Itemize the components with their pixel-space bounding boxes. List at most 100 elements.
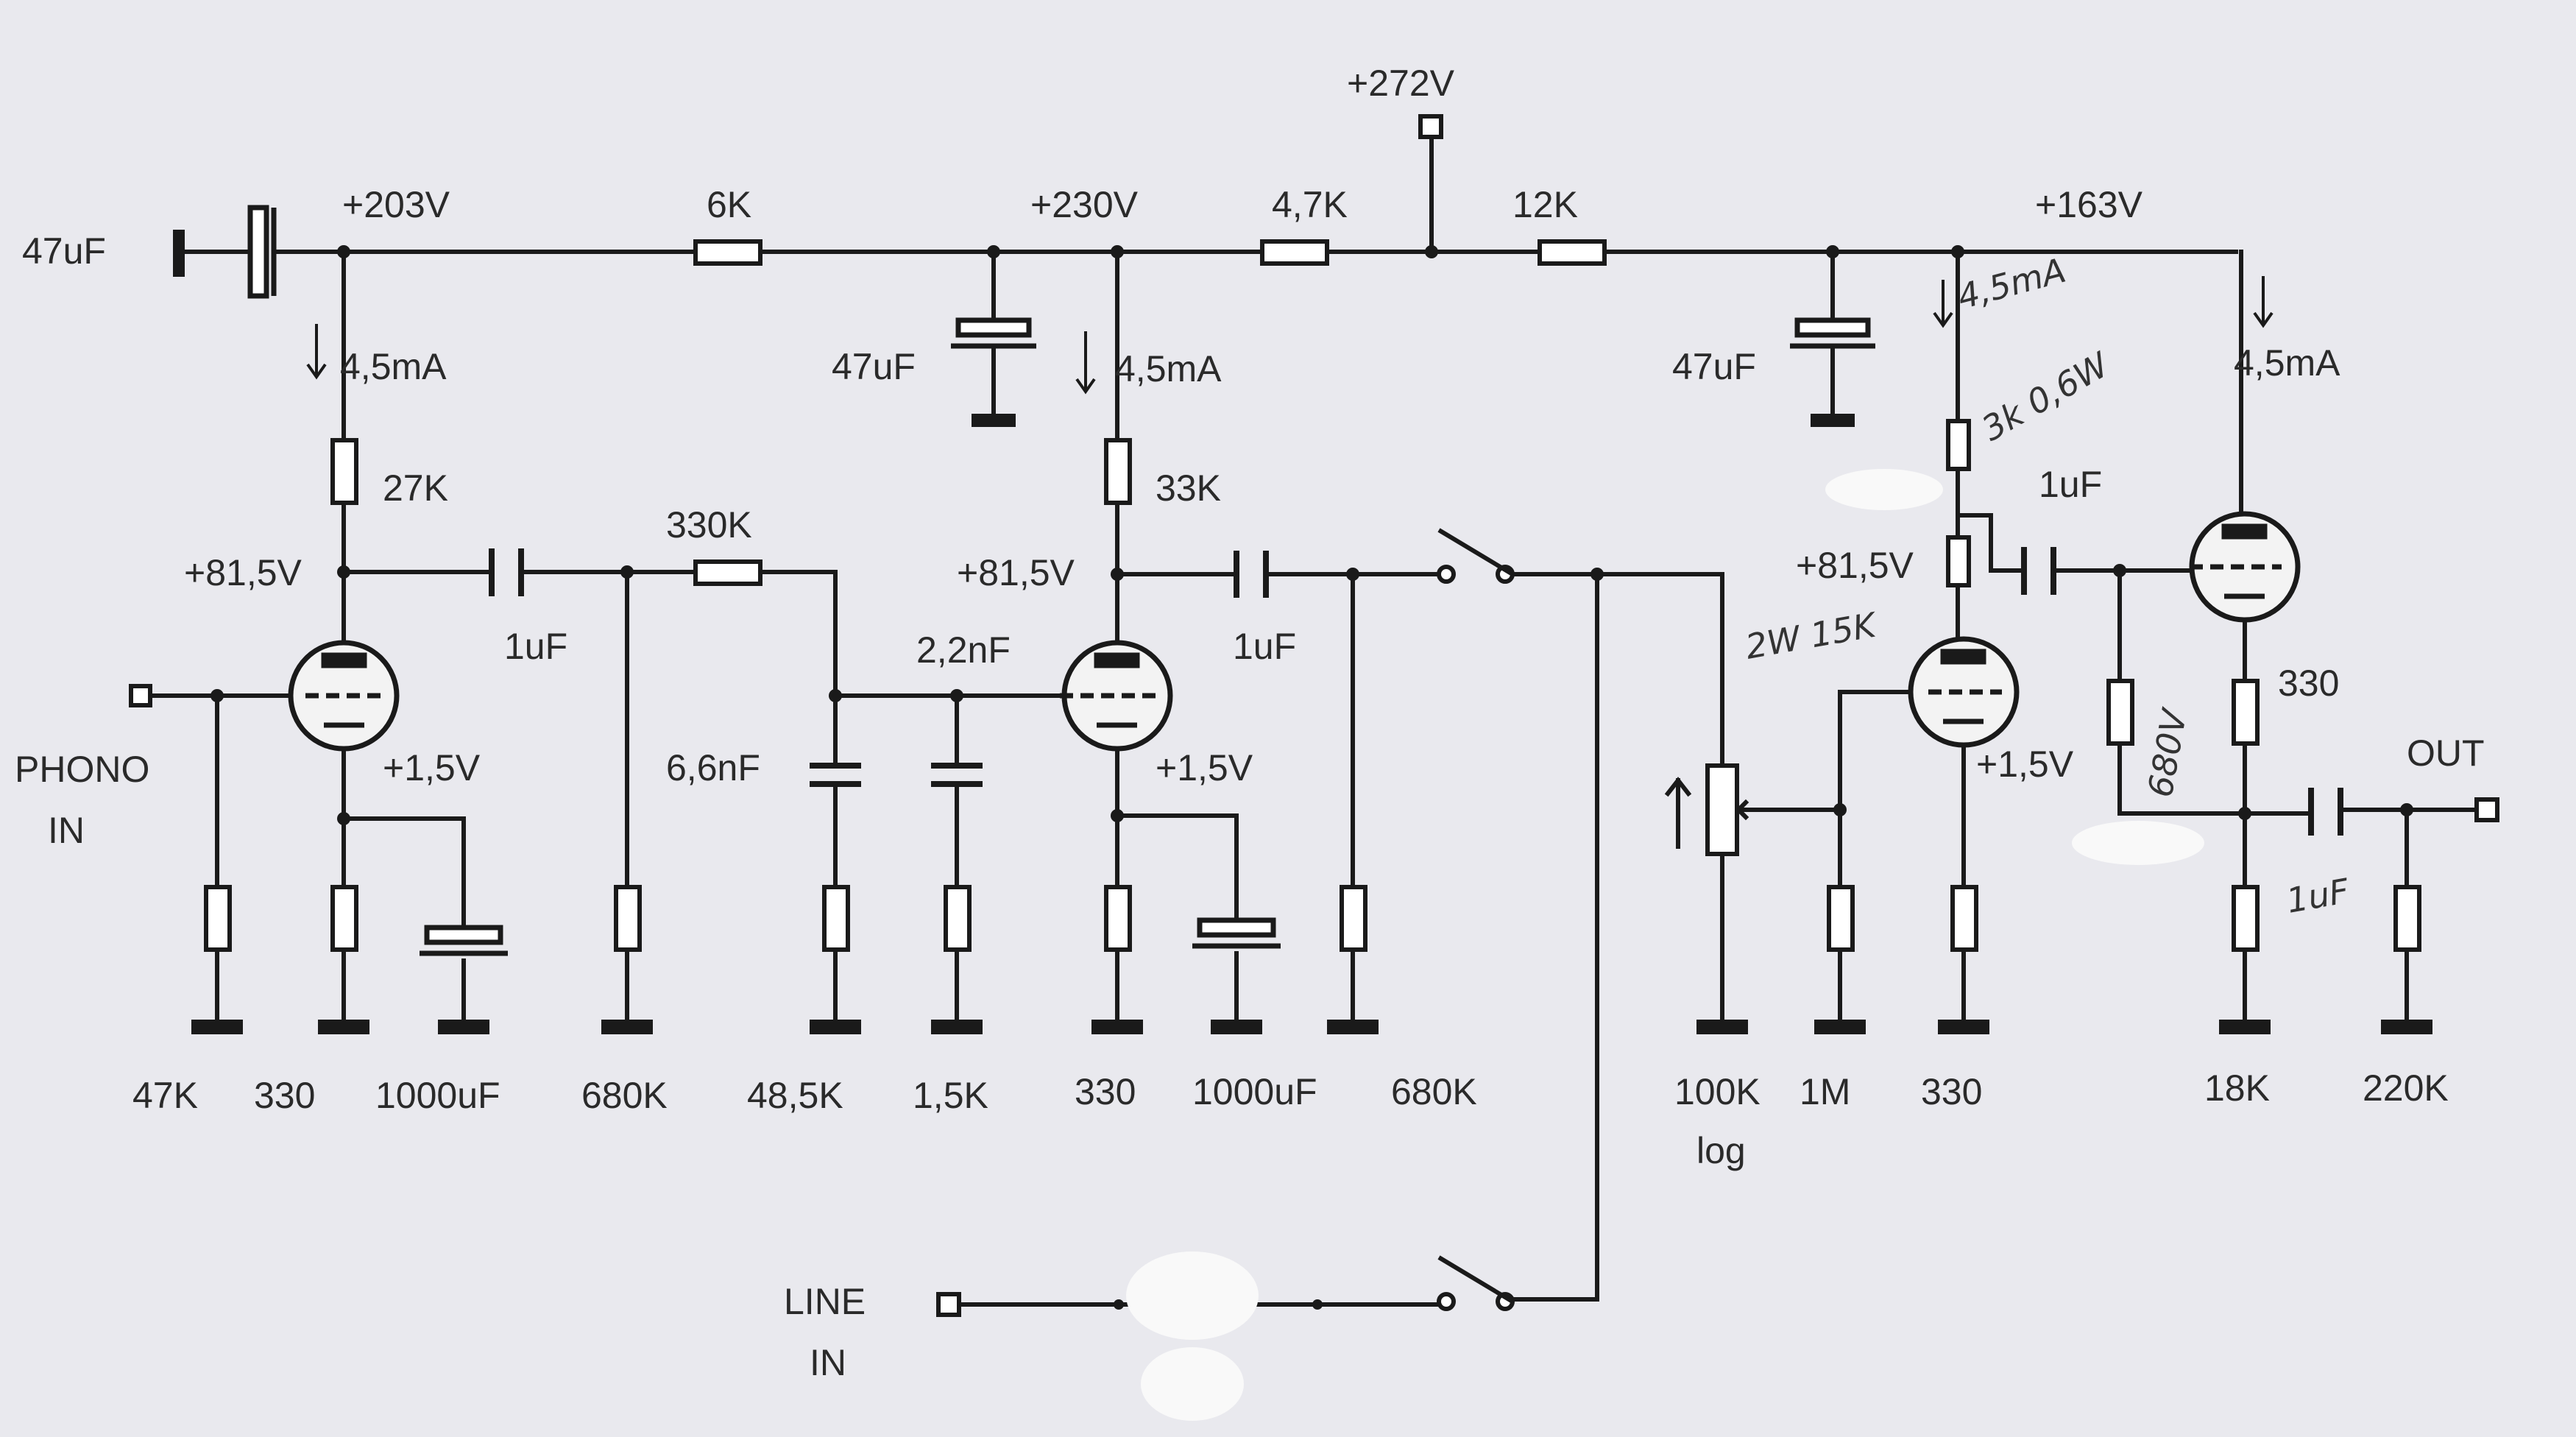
terminals [129,114,2499,1317]
resistor-18k [2232,885,2260,952]
resistor-330-k [2232,679,2260,746]
label-bottom-220k: 220K [2363,1067,2449,1109]
cap-47uf-b [1794,317,1871,338]
label-bottom-47k: 47K [132,1075,198,1116]
hw-r-3k: 3k 0,6W [1975,344,2117,448]
label-v272: +272V [1347,63,1455,104]
potentiometer-100k [1705,763,1739,856]
wires [149,124,2490,1307]
label-r-33k: 33K [1156,467,1221,509]
resistor-1k5 [944,885,972,952]
label-r-330k: 330K [666,504,752,546]
label-out: OUT [2407,732,2485,774]
tube-1 [288,640,400,752]
cap-2n2 [931,763,983,787]
pot-wiper-arrow [1735,799,1761,821]
hw-current-3: 4,5mA [1953,250,2070,317]
cap-1uf-3 [2021,547,2056,595]
label-phono-in: IN [48,810,85,851]
resistor-330-1 [330,885,358,952]
labels: +272V +203V +230V +163V 47uF 6K 4,7K 12K… [15,63,2485,1383]
resistor-330k [693,559,762,586]
line-in-terminal [936,1292,961,1317]
label-v15-2: +1,5V [1156,747,1253,788]
cap-6n6 [810,763,861,787]
label-r-12k: 12K [1512,184,1578,225]
resistor-3k [1946,419,1971,471]
label-line: LINE [784,1281,866,1322]
resistor-220k [2393,885,2421,952]
ground-symbols [173,230,2432,1034]
resistor-15k [1946,535,1971,587]
label-bottom-1m: 1M [1800,1071,1850,1112]
label-v203: +203V [342,184,450,225]
cap-out [2308,788,2343,836]
label-r-330-k: 330 [2278,663,2339,704]
resistor-330-2 [1104,885,1132,952]
resistor-48k5 [822,885,850,952]
vacuum-tubes [288,511,2301,752]
hw-r-2w-15k: 2W 15K [1743,604,1882,667]
resistor-6k [693,239,762,266]
pot-direction-arrow [1664,777,1692,849]
label-v81-2: +81,5V [957,552,1075,593]
resistor-47k [204,885,232,952]
cap-1000uf-1 [424,925,503,945]
label-line-in: IN [810,1342,846,1383]
label-r-27k: 27K [383,467,448,509]
v272-terminal [1418,114,1443,139]
tube-2 [1060,640,1173,752]
label-bottom-1000uf-1: 1000uF [375,1075,500,1116]
current-arrows [306,276,2274,395]
hw-c-out: 1uF [2284,871,2353,921]
correction-patches [1126,469,2204,1421]
label-cap-in: 47uF [22,230,106,272]
resistor-27k [330,438,358,505]
resistor-4k7 [1260,239,1329,266]
selector-switches [1437,528,1515,1311]
electrolytic-capacitors [247,205,1875,956]
label-c-1uf-1: 1uF [504,626,567,667]
label-c-6n6: 6,6nF [666,747,760,788]
label-bottom-1k5: 1,5K [913,1075,988,1116]
film-capacitors [489,547,2343,836]
label-v230: +230V [1030,184,1139,225]
label-c-1uf-2: 1uF [1233,626,1296,667]
label-phono: PHONO [15,749,149,790]
phono-in-terminal [129,684,152,707]
cap-1uf-2 [1234,551,1269,598]
label-c-2n2: 2,2nF [916,629,1011,671]
label-r-6k: 6K [707,184,751,225]
junction-dots [210,245,2413,1310]
label-v81-3: +81,5V [1796,545,1914,586]
cap-1uf-1 [489,548,524,596]
hw-r-680: 680V [2140,705,2195,800]
label-bottom-1000uf-2: 1000uF [1192,1071,1317,1112]
resistor-680 [2106,679,2134,746]
tube-4 [2189,511,2301,623]
label-current-2: 4,5mA [1115,348,1222,389]
label-bottom-100k: 100K [1674,1071,1761,1112]
resistor-12k [1538,239,1607,266]
cap-1000uf-2 [1197,917,1276,938]
label-bottom-330-2: 330 [1075,1071,1136,1112]
label-bottom-330-1: 330 [254,1075,315,1116]
label-current-1: 4,5mA [340,346,447,387]
label-bottom-48k5: 48,5K [747,1075,843,1116]
label-r-4k7: 4,7K [1272,184,1348,225]
cap-47uf-a [955,317,1032,338]
label-current-4: 4,5mA [2234,342,2340,384]
cap-47uf-in [247,205,269,299]
resistor-680k-2 [1340,885,1367,952]
resistor-680k-1 [614,885,642,952]
label-bottom-330-3: 330 [1921,1071,1982,1112]
label-cap-47-b: 47uF [1672,346,1756,387]
label-bottom-18k: 18K [2204,1067,2270,1109]
resistor-33k [1104,438,1132,505]
label-v15-3: +1,5V [1976,744,2074,785]
label-c-1uf-3: 1uF [2039,464,2102,505]
resistor-330-3 [1950,885,1978,952]
resistor-1m [1827,885,1855,952]
tube-3 [1908,636,2020,748]
